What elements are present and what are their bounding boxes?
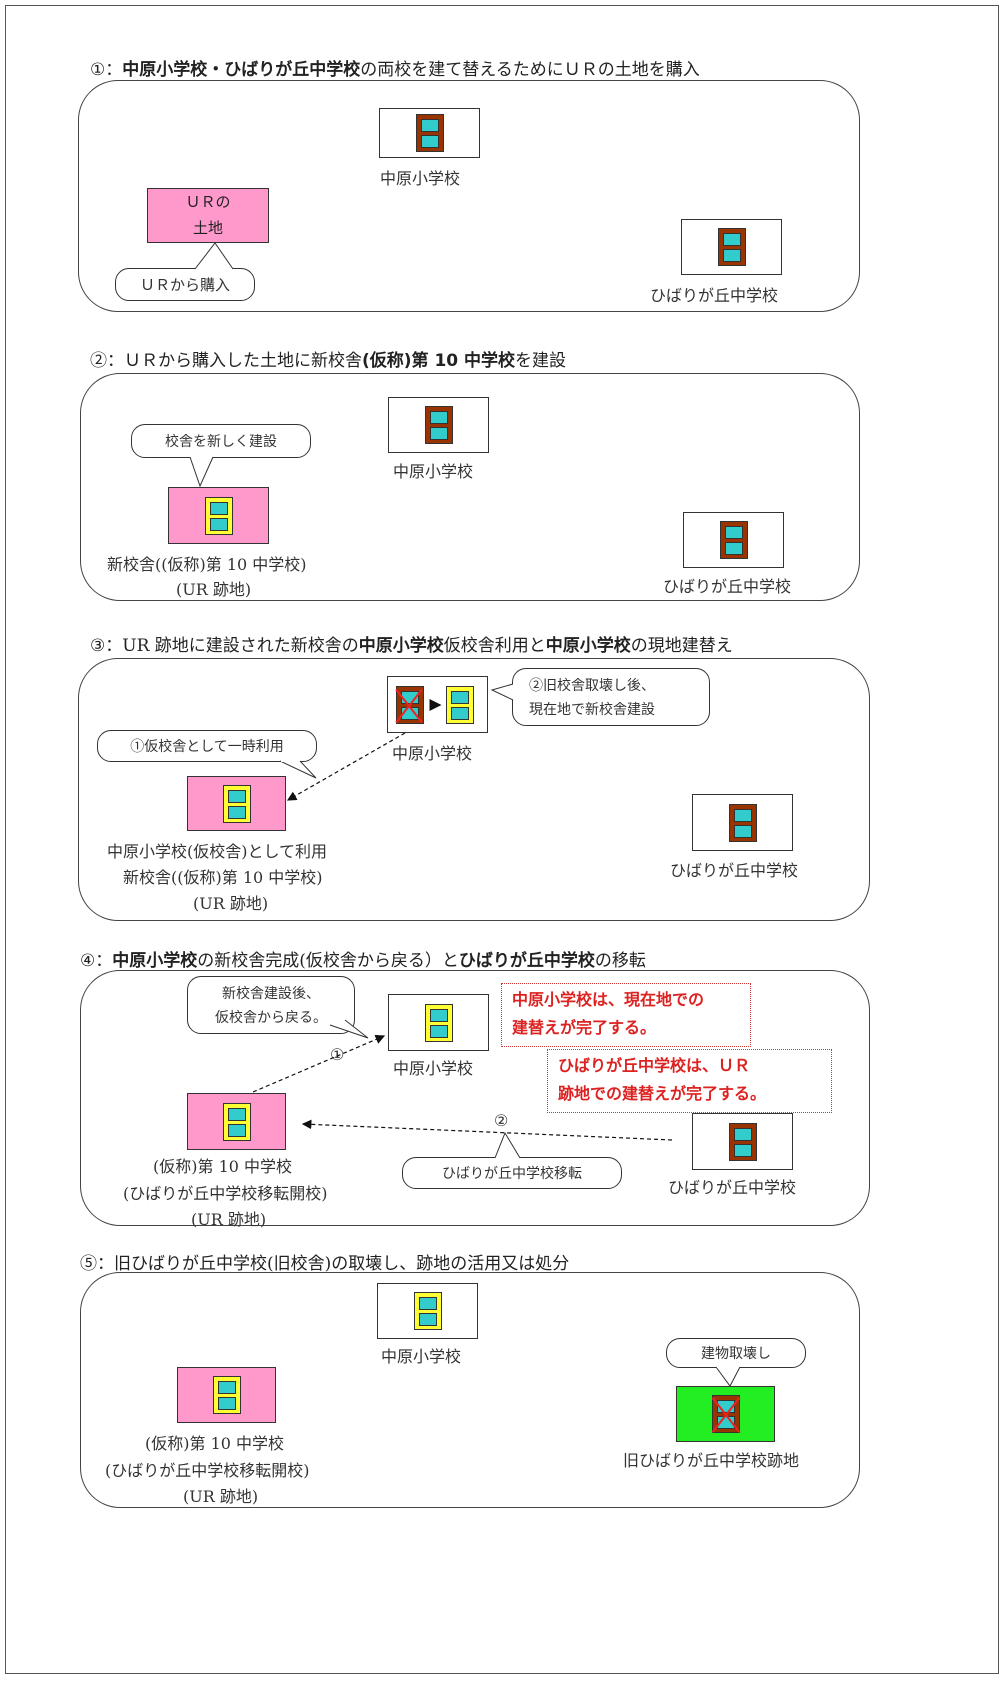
nakahara-building — [388, 397, 489, 453]
new-school-icon — [414, 1292, 442, 1330]
callout-line: 仮校舎から戻る。 — [215, 1010, 327, 1026]
step3-panel — [78, 658, 870, 921]
callout-tail — [715, 1366, 741, 1387]
callout-line: 新校舎建設後、 — [222, 986, 320, 1002]
ur-site-label: (UR 跡地) — [183, 1487, 259, 1506]
ur-land — [177, 1367, 276, 1423]
nakahara-complete-note: 中原小学校は、現在地での 建替えが完了する。 — [501, 983, 751, 1047]
new-school-label: 新校舎((仮称)第 10 中学校) — [107, 555, 307, 574]
step5-heading: ⑤：旧ひばりが丘中学校(旧校舎)の取壊し、跡地の活用又は処分 — [80, 1254, 570, 1274]
relocation-arrow — [301, 1119, 673, 1141]
nakahara-building — [377, 1283, 478, 1339]
nakahara-building — [379, 108, 480, 158]
nakahara-building — [388, 994, 489, 1051]
construct-callout: 校舎を新しく建設 — [131, 424, 311, 458]
ur-site-label: (UR 跡地) — [191, 1210, 267, 1229]
new-school-icon — [425, 1004, 453, 1042]
hibarigaoka-label: ひばりが丘中学校 — [668, 1178, 797, 1197]
relocation-label: (ひばりが丘中学校移転開校) — [105, 1461, 310, 1480]
demolish-callout: 建物取壊し — [666, 1338, 806, 1368]
hibarigaoka-building — [683, 512, 784, 568]
hibarigaoka-label: ひばりが丘中学校 — [670, 861, 799, 880]
new-school-icon — [446, 686, 474, 724]
callout-tail — [189, 456, 214, 488]
hibarigaoka-building — [692, 1113, 793, 1170]
hibarigaoka-complete-note: ひばりが丘中学校は、ＵＲ 跡地での建替えが完了する。 — [547, 1049, 832, 1113]
note-line: 中原小学校は、現在地での — [512, 990, 705, 1009]
new-school-icon — [223, 1103, 251, 1141]
nakahara-label: 中原小学校 — [393, 462, 474, 481]
new-school-icon — [205, 497, 233, 535]
ur-site-label: (UR 跡地) — [193, 894, 269, 913]
old-school-icon — [729, 804, 757, 842]
nakahara-label: 中原小学校 — [392, 744, 473, 763]
note-line: 建替えが完了する。 — [512, 1018, 657, 1037]
relocation-label: (ひばりが丘中学校移転開校) — [123, 1184, 328, 1203]
old-school-icon — [425, 406, 453, 444]
ur-land — [168, 487, 269, 544]
ur-land — [187, 776, 286, 831]
callout-tail — [329, 1019, 369, 1039]
callout-tail — [494, 1131, 521, 1159]
nakahara-label: 中原小学校 — [381, 1347, 462, 1366]
arrow1-label: ① — [330, 1045, 345, 1064]
step3-heading: ③：UR 跡地に建設された新校舎の中原小学校仮校舎利用と中原小学校の現地建替え — [90, 636, 733, 656]
document-page — [5, 5, 999, 1674]
note-line: ひばりが丘中学校は、ＵＲ — [558, 1056, 751, 1075]
old-school-icon — [416, 114, 444, 152]
note-line: 跡地での建替えが完了する。 — [558, 1084, 767, 1103]
callout-line: 現在地で新校舎建設 — [529, 702, 655, 718]
step2-heading: ②：ＵＲから購入した土地に新校舎(仮称)第 10 中学校を建設 — [90, 351, 567, 371]
step2-panel — [80, 373, 860, 601]
step5-panel — [80, 1272, 860, 1508]
ur-site-label: (UR 跡地) — [176, 580, 252, 599]
old-school-icon — [720, 521, 748, 559]
temporary-use-callout: ①仮校舎として一時利用 — [97, 730, 317, 762]
new-school-icon — [223, 785, 251, 823]
ur-land-line2: 土地 — [192, 219, 223, 237]
step1-panel — [78, 80, 860, 312]
ur-land — [187, 1093, 286, 1150]
new-school-label: (仮称)第 10 中学校 — [153, 1157, 293, 1176]
nakahara-label: 中原小学校 — [393, 1059, 474, 1078]
temporary-move-arrow — [286, 732, 406, 801]
new-school-label: 新校舎((仮称)第 10 中学校) — [123, 868, 323, 887]
return-arrow — [252, 1034, 386, 1093]
former-site-label: 旧ひばりが丘中学校跡地 — [623, 1451, 800, 1470]
callout-line: ②旧校舎取壊し後、 — [529, 678, 655, 694]
return-callout: 新校舎建設後、 仮校舎から戻る。 — [187, 976, 355, 1034]
nakahara-label: 中原小学校 — [380, 169, 461, 188]
nakahara-building — [387, 676, 488, 733]
ur-land-line1: ＵＲの — [185, 193, 231, 211]
purchase-callout: ＵＲから購入 — [115, 268, 255, 301]
temporary-school-label: 中原小学校(仮校舎)として利用 — [107, 842, 328, 861]
step4-panel — [80, 970, 870, 1226]
ur-land: ＵＲの 土地 — [147, 188, 269, 243]
hibarigaoka-building — [681, 219, 782, 275]
callout-tail — [279, 760, 317, 779]
demolished-site — [676, 1386, 775, 1442]
hibarigaoka-building — [692, 794, 793, 851]
new-school-label: (仮称)第 10 中学校 — [145, 1434, 285, 1453]
old-school-icon — [718, 228, 746, 266]
old-school-icon — [729, 1123, 757, 1161]
callout-tail — [194, 242, 234, 270]
step4-heading: ④：中原小学校の新校舎完成(仮校舎から戻る）とひばりが丘中学校の移転 — [80, 951, 646, 971]
hibarigaoka-label: ひばりが丘中学校 — [663, 577, 792, 596]
callout-tail — [490, 683, 514, 701]
step1-heading: ①：中原小学校・ひばりが丘中学校の両校を建て替えるためにＵＲの土地を購入 — [90, 60, 700, 80]
arrow2-label: ② — [494, 1111, 509, 1130]
rebuild-callout: ②旧校舎取壊し後、 現在地で新校舎建設 — [512, 668, 710, 726]
new-school-icon — [213, 1376, 241, 1414]
hibarigaoka-label: ひばりが丘中学校 — [650, 286, 779, 305]
